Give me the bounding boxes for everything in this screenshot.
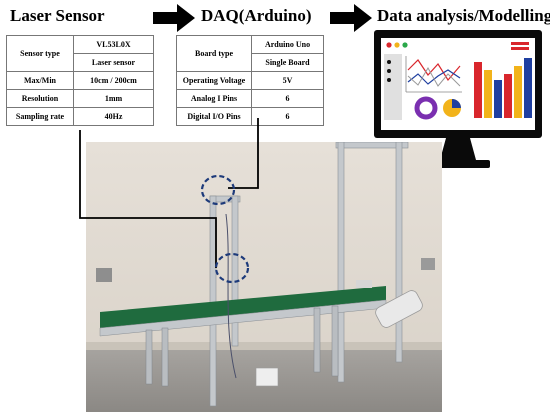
table-cell: 40Hz	[73, 107, 154, 126]
menu-bar-icon	[511, 42, 529, 45]
conveyor-legs	[145, 305, 339, 387]
table-cell: Digital I/O Pins	[176, 107, 252, 126]
table-cell: Single Board	[251, 53, 324, 72]
menu-bar-icon	[511, 47, 529, 50]
bullet-icon	[387, 60, 391, 64]
motor-unit	[375, 290, 423, 328]
overhead-frame	[335, 142, 409, 383]
right-arrow-icon	[153, 4, 195, 32]
baseboard	[86, 342, 442, 350]
bullet-icon	[387, 78, 391, 82]
bullet-icon	[387, 69, 391, 73]
monitor-stand	[440, 138, 476, 160]
window-dot-icon	[394, 42, 400, 48]
window-dot-icon	[402, 42, 408, 48]
wall-socket	[96, 268, 112, 282]
table-cell: Analog I Pins	[176, 89, 252, 108]
donut-chart-icon	[414, 96, 438, 120]
table-cell: 5V	[251, 71, 324, 90]
table-cell: 1mm	[73, 89, 154, 108]
table-cell: Operating Voltage	[176, 71, 252, 90]
window-dot-icon	[386, 42, 392, 48]
wall-socket	[421, 258, 435, 270]
data-analysis-title: Data analysis/Modelling	[377, 6, 550, 25]
sensor-wire	[225, 213, 237, 379]
table-cell: Sensor type	[6, 35, 74, 72]
sensor-spec-table: Sensor type VL53L0X Laser sensor Max/Min…	[6, 35, 154, 126]
daq-spec-table: Board type Arduino Uno Single Board Oper…	[176, 35, 324, 126]
line-chart-icon	[405, 56, 462, 93]
monitor-base	[426, 160, 490, 168]
table-cell: Resolution	[6, 89, 74, 108]
sidebar-panel	[384, 54, 402, 120]
power-box	[255, 367, 279, 387]
bar-chart-icon	[474, 58, 532, 118]
monitor-icon	[374, 30, 542, 168]
table-cell: Laser sensor	[73, 53, 154, 72]
control-box	[356, 280, 372, 288]
table-cell: VL53L0X	[73, 35, 154, 54]
table-cell: Sampling rate	[6, 107, 74, 126]
table-cell: Board type	[176, 35, 252, 72]
daq-title: DAQ(Arduino)	[201, 6, 312, 25]
laser-sensor-title: Laser Sensor	[10, 6, 105, 25]
right-arrow-icon	[330, 4, 372, 32]
table-cell: Max/Min	[6, 71, 74, 90]
table-cell: 10cm / 200cm	[73, 71, 154, 90]
table-cell: Arduino Uno	[251, 35, 324, 54]
table-cell: 6	[251, 89, 324, 108]
table-cell: 6	[251, 107, 324, 126]
setup-photo	[86, 142, 442, 412]
pie-chart-icon	[443, 99, 461, 117]
